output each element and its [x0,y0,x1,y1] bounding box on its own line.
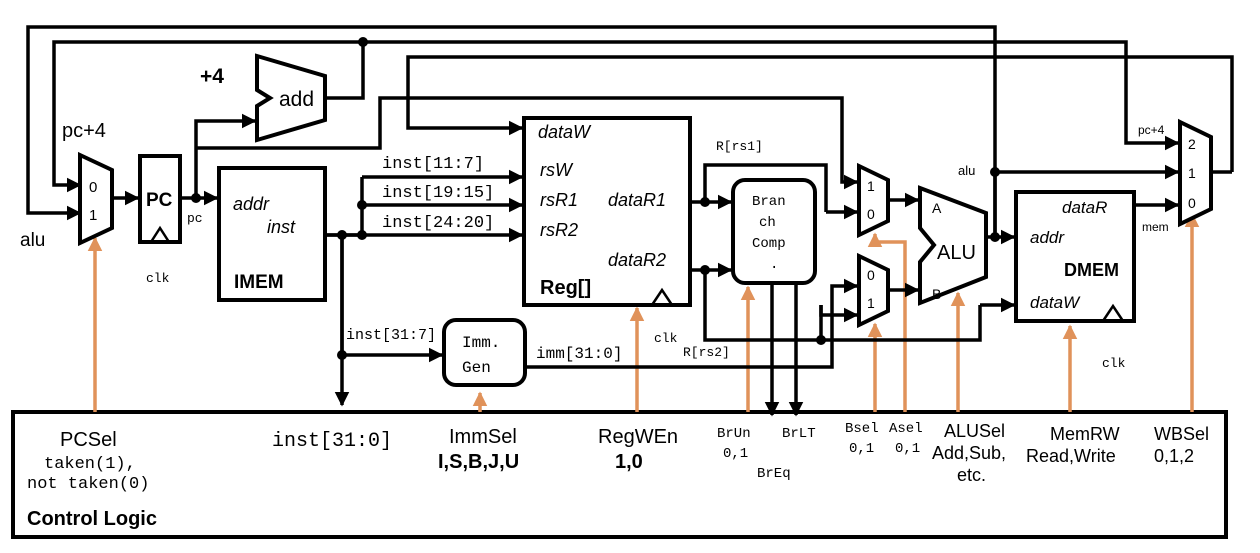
imem-addr-label: addr [233,194,270,214]
bsel-values: 0,1 [849,441,874,457]
a-mux-in0: 0 [867,206,875,222]
branch-comp-block [731,178,817,285]
wb-pc4-label: pc+4 [1138,123,1165,137]
imem-inst-label: inst [267,217,296,237]
control-wires [87,212,1200,412]
pc-plus4-label: pc+4 [62,120,106,142]
wb-mux-in2: 2 [1188,136,1196,152]
asel-values: 0,1 [895,441,920,457]
branch-comp-label-1: Bran [752,194,786,210]
alusel-name: ALUSel [944,421,1005,441]
pcsel-value-2: not taken(0) [27,475,149,494]
reg-rsW-label: rsW [540,160,574,180]
reg-rsR1-label: rsR1 [540,190,578,210]
pc-out-label: pc [187,211,203,226]
dmem-clk-label: clk [1102,356,1126,371]
imem-label: IMEM [234,272,284,293]
reg-clk-label: clk [654,331,678,346]
regwen-name: RegWEn [598,426,678,448]
wb-mux-in1: 1 [1188,165,1196,181]
pc-mux-in0: 0 [89,179,97,196]
b-mux-in0: 0 [867,267,875,283]
bsel-name: Bsel [845,421,879,437]
inst-24-20-label: inst[24:20] [382,214,494,233]
alusel-value-1: Add,Sub, [932,443,1006,463]
r-rs2-label: R[rs2] [683,345,730,360]
wb-mux [1178,118,1213,228]
dmem-dataW-label: dataW [1030,293,1081,312]
memrw-values: Read,Write [1026,446,1116,466]
adder-plus4-label: +4 [200,65,224,88]
pc-adder [255,53,327,143]
pcsel-value-1: taken(1), [44,455,136,474]
imem-block [217,166,327,302]
inst-31-7-label: inst[31:7] [346,327,436,344]
wb-mux-in0: 0 [1188,195,1196,211]
control-labels: PCSel taken(1), not taken(0) Control Log… [27,421,1209,530]
control-logic-title: Control Logic [27,508,157,530]
dmem-dataR-label: dataR [1062,198,1107,217]
reg-dataR1-label: dataR1 [608,190,666,210]
wb-mem-label: mem [1142,220,1169,234]
alu-b-label: B [932,286,941,302]
pcsel-name: PCSel [60,429,117,451]
register-file [522,116,692,307]
b-mux-in1: 1 [867,295,875,311]
branch-comp-label-4: . [770,257,778,273]
reg-file-label: Reg[] [540,277,591,299]
regwen-values: 1,0 [615,451,643,473]
inst-31-0-label: inst[31:0] [272,430,392,453]
reg-rsR2-label: rsR2 [540,220,578,240]
pc-clk-label: clk [146,271,170,286]
imm-gen-label-1: Imm. [462,334,500,352]
brlt-label: BrLT [782,426,816,442]
r-rs1-label: R[rs1] [716,139,763,154]
immsel-name: ImmSel [449,426,517,448]
imm-gen-block [442,318,527,387]
dmem-addr-label: addr [1030,228,1065,247]
branch-comp-label-2: ch [759,215,776,231]
adder-label: add [279,88,314,111]
alusel-value-2: etc. [957,465,986,485]
alu-a-label: A [932,200,942,216]
pc-mux [78,151,114,247]
alu-block [918,185,988,306]
b-mux [857,252,890,329]
imm-gen-label-2: Gen [462,359,491,377]
asel-name: Asel [889,421,923,437]
memrw-name: MemRW [1050,424,1120,444]
immsel-values: I,S,B,J,U [438,451,519,473]
dmem-block [1014,190,1136,323]
pc-mux-in1: 1 [89,207,97,224]
pc-register-label: PC [146,190,173,211]
breq-label: BrEq [757,466,791,482]
inst-19-15-label: inst[19:15] [382,184,494,203]
inst-11-7-label: inst[11:7] [382,155,484,174]
a-mux [857,162,890,239]
brun-name: BrUn [717,426,751,442]
reg-dataW-label: dataW [538,122,592,142]
imm-out-label: imm[31:0] [536,345,622,363]
reg-dataR2-label: dataR2 [608,250,666,270]
pc-alu-label: alu [20,230,45,251]
dmem-label: DMEM [1064,260,1119,280]
a-mux-in1: 1 [867,178,875,194]
wbsel-values: 0,1,2 [1154,446,1194,466]
wbsel-name: WBSel [1154,424,1209,444]
control-logic-box [11,410,1228,539]
brun-values: 0,1 [723,446,748,462]
wb-alu-label: alu [958,163,975,178]
alu-label: ALU [937,242,976,264]
branch-comp-label-3: Comp [752,236,786,252]
junction-dots [191,37,1000,360]
